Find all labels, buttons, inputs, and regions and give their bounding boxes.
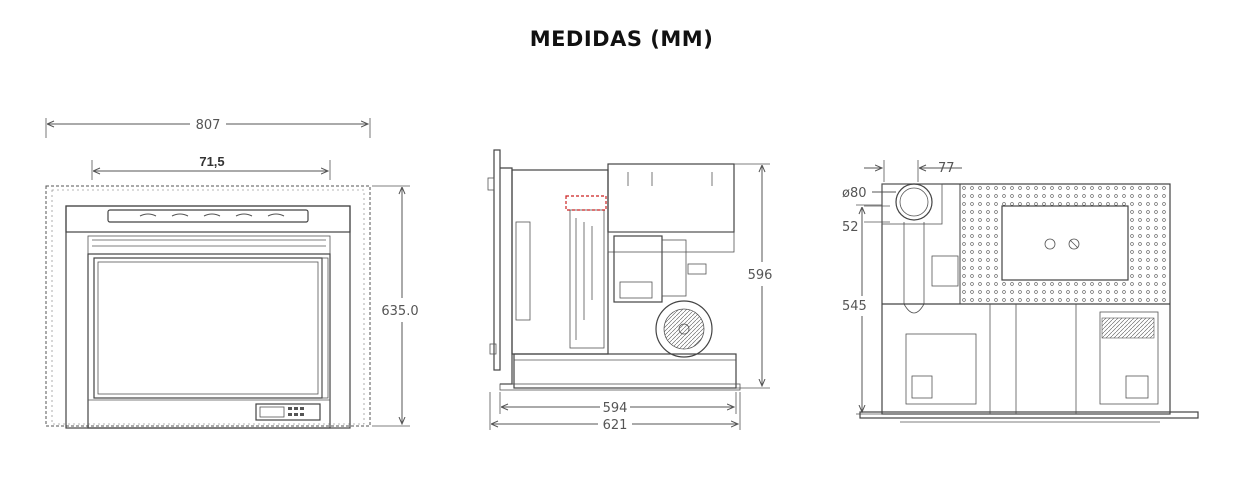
dimension-width-inner: 71,5 [91, 154, 331, 180]
glass-door [93, 257, 323, 399]
dimension-label-596: 596 [748, 268, 773, 283]
dimension-side-depth-total: 621 [489, 392, 741, 433]
electronic-board [613, 235, 663, 303]
rear-view: 77 ø80 52 545 [842, 160, 1199, 423]
dimension-label-77: 77 [938, 161, 955, 176]
dimension-label-594: 594 [603, 401, 628, 416]
side-view: 596 594 621 [487, 149, 773, 433]
dimension-label-807: 807 [196, 118, 221, 133]
dimension-flue-diameter: ø80 [842, 186, 896, 201]
base [513, 353, 737, 389]
dimension-flue-height-small: 52 [842, 205, 890, 235]
surround-frame [45, 185, 371, 427]
dimension-label-71-5: 71,5 [199, 154, 224, 169]
page-title: MEDIDAS (MM) [529, 27, 714, 51]
dimension-side-depth-inner: 594 [499, 392, 737, 416]
dimension-height: 635.0 [372, 185, 419, 427]
control-panel [255, 403, 321, 421]
front-flange [493, 149, 501, 371]
mounting-base [859, 411, 1199, 419]
dimension-flue-offset: 77 [864, 160, 962, 182]
dimension-label-545: 545 [842, 299, 867, 314]
dimension-flue-height: 545 [842, 204, 882, 415]
dimension-width-total: 807 [45, 118, 371, 138]
dimension-label-diameter-80: ø80 [842, 186, 867, 201]
dimension-side-height: 596 [734, 163, 773, 389]
access-cover [1001, 205, 1129, 281]
fan-icon [655, 300, 713, 358]
internal-part-highlight [565, 195, 607, 211]
front-view: 807 71,5 [45, 118, 419, 429]
flue-outlet [895, 183, 933, 221]
dimension-label-52: 52 [842, 220, 859, 235]
stove-body [65, 205, 351, 429]
hopper [607, 163, 735, 233]
dimension-label-621: 621 [603, 418, 628, 433]
dimension-label-635: 635.0 [381, 304, 418, 319]
top-vent-grille [107, 209, 309, 223]
